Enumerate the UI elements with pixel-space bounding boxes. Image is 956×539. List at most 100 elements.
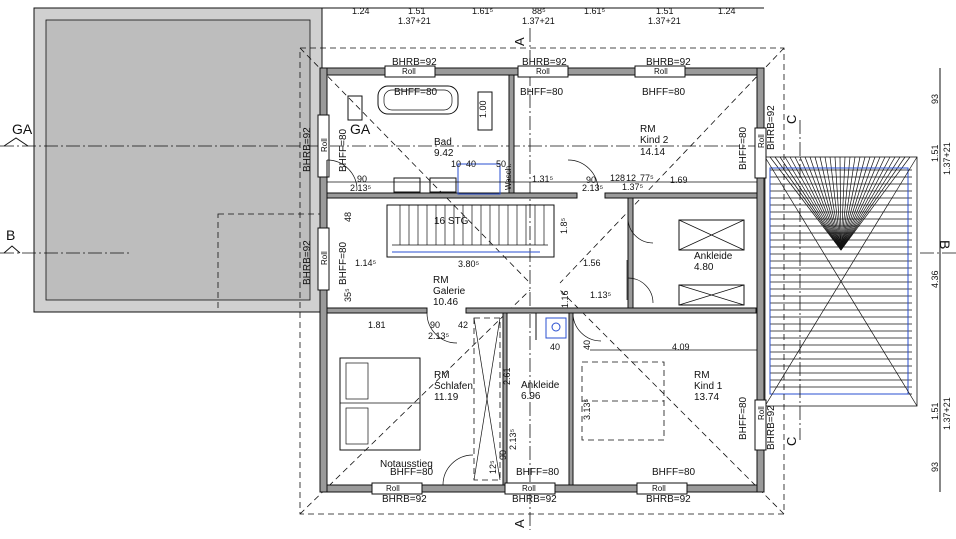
bhrb-right-1: BHRB=92 — [766, 105, 777, 150]
room-notausstieg: Notausstieg — [380, 459, 433, 470]
stair-dim-156: 1.56 — [583, 258, 601, 268]
bhrb-top-1: BHRB=92 — [392, 57, 437, 68]
dim-right-3: 1.37+21 — [942, 142, 952, 175]
dim-2135-a: 2.13⁵ — [350, 183, 372, 193]
dim-12: 12 — [626, 173, 636, 183]
room-kind2-prefix: RM — [640, 124, 656, 135]
section-b-right: B — [937, 240, 953, 249]
dim-top-1: 1.24 — [352, 6, 370, 16]
dim-1135: 1.13⁵ — [590, 290, 612, 300]
furniture — [339, 219, 745, 481]
dim-top-7: 1.24 — [718, 6, 736, 16]
bhrb-left-1: BHRB=92 — [302, 127, 313, 172]
room-kind1-name: Kind 1 — [694, 381, 723, 392]
stair-dim-1145: 1.14⁵ — [355, 258, 377, 268]
dim-169: 1.69 — [670, 175, 688, 185]
dim-2135-b: 2.13⁵ — [582, 183, 604, 193]
dim-90-c: 90 — [430, 320, 440, 330]
dim-261: 2.61 — [502, 367, 512, 385]
roll-top-2: Roll — [536, 67, 550, 76]
section-markers: A A B B C C GA GA — [3, 37, 953, 528]
windows — [317, 65, 767, 495]
top-dimensions: 1.24 1.51 1.61⁵ 88⁵ 1.61⁵ 1.51 1.24 1.37… — [352, 6, 736, 26]
room-kind2-name: Kind 2 — [640, 135, 669, 146]
section-b-left: B — [6, 227, 15, 243]
bhff-right-2: BHFF=80 — [738, 396, 749, 440]
dim-wasch: Wasch. — [504, 164, 513, 190]
bhrb-top-2: BHRB=92 — [522, 57, 567, 68]
roll-right-1: Roll — [757, 134, 766, 148]
doors — [326, 159, 654, 486]
dim-775: 77⁵ — [640, 173, 654, 183]
dim-116: 1.16 — [560, 290, 570, 308]
dimension-lines — [320, 7, 941, 492]
bhff-left-1: BHFF=80 — [338, 128, 349, 172]
dim-3135: 3.13⁵ — [582, 398, 592, 420]
room-schlafen-prefix: RM — [434, 370, 450, 381]
stair — [386, 204, 555, 258]
window-labels: BHRB=92 Roll BHFF=80 BHRB=92 Roll BHFF=8… — [302, 57, 777, 505]
bhrb-right-2: BHRB=92 — [766, 405, 777, 450]
dim-top-10: 1.37+21 — [648, 16, 681, 26]
misc-labels: 16 STG 3.80⁵ 1.14⁵ 1.8⁵ 1.56 1.00 90 2.1… — [343, 100, 690, 474]
garage-roof — [33, 7, 323, 313]
dim-top-4: 88⁵ — [532, 6, 546, 16]
bhff-right-1: BHFF=80 — [738, 126, 749, 170]
room-schlafen-name: Schlafen — [434, 381, 473, 392]
dim-40-c: 40 — [582, 340, 592, 350]
stair-dim-185: 1.8⁵ — [559, 217, 569, 234]
roll-bottom-1: Roll — [386, 484, 400, 493]
exterior-walls — [319, 67, 765, 493]
dim-100: 1.00 — [478, 100, 488, 118]
dim-right-6: 1.37+21 — [942, 397, 952, 430]
dim-40: 40 — [466, 159, 476, 169]
dim-90-a: 90 — [357, 174, 367, 184]
dim-right-7: 93 — [930, 462, 940, 472]
dim-2135-c: 2.13⁵ — [428, 331, 450, 341]
roll-left-2: Roll — [320, 251, 329, 265]
stair-dim-3805: 3.80⁵ — [458, 259, 480, 269]
interior-walls — [326, 74, 758, 486]
dim-top-3: 1.61⁵ — [472, 6, 494, 16]
bath-fixtures — [347, 85, 501, 195]
bhff-bottom-2: BHFF=80 — [516, 467, 560, 478]
room-schlafen-area: 11.19 — [434, 392, 459, 403]
bhrb-bottom-2: BHRB=92 — [512, 494, 557, 505]
dim-50: 50 — [496, 159, 506, 169]
room-ankleide-mid-name: Ankleide — [521, 380, 560, 391]
room-ankleide-top-area: 4.80 — [694, 262, 714, 273]
roll-bottom-3: Roll — [652, 484, 666, 493]
section-ga-left: GA — [12, 121, 33, 137]
dim-355: 35⁵ — [343, 288, 353, 302]
room-bad-name: Bad — [434, 137, 452, 148]
dim-top-8: 1.37+21 — [398, 16, 431, 26]
section-a-bottom: A — [512, 519, 527, 528]
roll-bottom-2: Roll — [522, 484, 536, 493]
section-a-top: A — [512, 37, 527, 46]
dim-181: 1.81 — [368, 320, 386, 330]
dim-409: 4.09 — [672, 342, 690, 352]
room-galerie-name: Galerie — [433, 286, 466, 297]
dim-right-5: 1.51 — [930, 402, 940, 420]
dim-2135-d: 2.13⁵ — [508, 428, 518, 450]
dim-top-6: 1.51 — [656, 6, 674, 16]
roll-right-2: Roll — [757, 406, 766, 420]
dim-48: 48 — [343, 212, 353, 222]
room-galerie-area: 10.46 — [433, 297, 458, 308]
dim-128: 128 — [610, 173, 625, 183]
bhff-top-2: BHFF=80 — [520, 87, 564, 98]
room-kind1-area: 13.74 — [694, 392, 719, 403]
dim-10: 10 — [451, 159, 461, 169]
dim-right-4: 4.36 — [930, 270, 940, 288]
right-dimensions: 93 1.51 1.37+21 4.36 1.51 1.37+21 93 — [930, 94, 952, 472]
bhrb-left-2: BHRB=92 — [302, 240, 313, 285]
room-labels: Bad 9.42 RM Kind 2 14.14 RM Galerie 10.4… — [380, 124, 733, 470]
section-ga-mid: GA — [350, 121, 371, 137]
dim-90-b: 90 — [586, 175, 596, 185]
room-kind1-prefix: RM — [694, 370, 710, 381]
room-ankleide-top-name: Ankleide — [694, 251, 733, 262]
section-c-bottom: C — [784, 437, 799, 446]
dim-top-5: 1.61⁵ — [584, 6, 606, 16]
roll-top-1: Roll — [402, 67, 416, 76]
dim-1375: 1.37⁵ — [622, 182, 644, 192]
